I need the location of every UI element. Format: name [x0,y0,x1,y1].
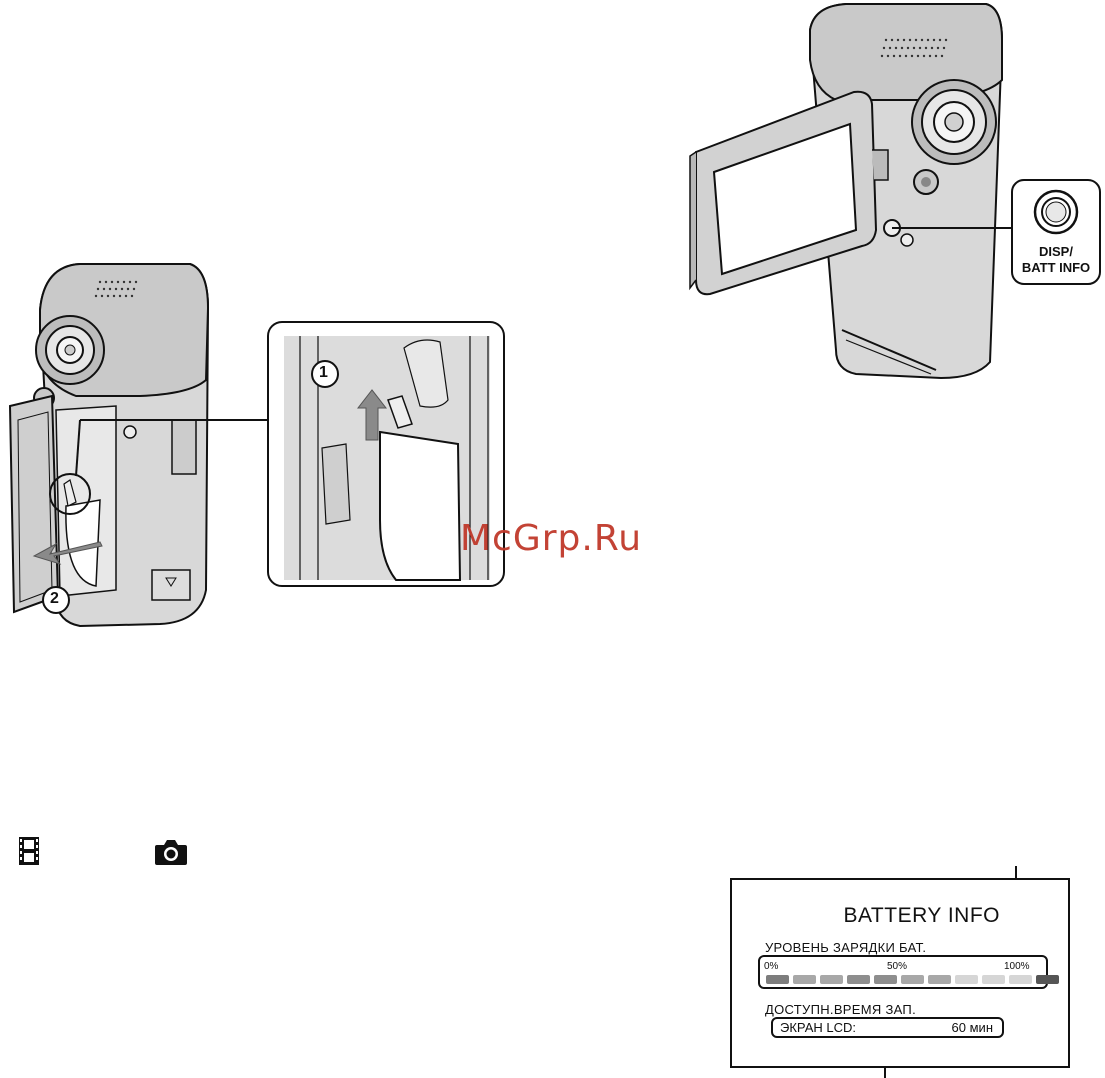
camcorder-card-slot-illustration [0,260,510,636]
disp-batt-info-button-label: DISP/ BATT INFO [1012,244,1100,276]
available-time-label: ДОСТУПН.ВРЕМЯ ЗАП. [765,1002,916,1017]
battery-level-segment [955,975,978,984]
callout-number-2: 2 [50,590,59,608]
battery-info-title: BATTERY INFO [843,904,1000,928]
camcorder-lcd-open-illustration [686,0,1105,390]
watermark-text: McGrp.Ru [460,518,642,559]
tick-50-percent: 50% [887,961,907,972]
battery-level-segment [901,975,924,984]
disp-label-line2: BATT INFO [1012,260,1100,276]
battery-level-segment [847,975,870,984]
battery-level-segment [820,975,843,984]
tick-100-percent: 100% [1004,961,1030,972]
battery-level-segment [1009,975,1032,984]
photo-camera-icon [154,838,188,866]
movie-film-icon [18,836,40,866]
battery-info-screen: BATTERY INFO УРОВЕНЬ ЗАРЯДКИ БАТ. 0% 50%… [730,878,1070,1068]
battery-level-segment [928,975,951,984]
battery-level-bars [766,975,1059,984]
battery-level-segment [793,975,816,984]
tick-0-percent: 0% [764,961,778,972]
battery-level-segment [766,975,789,984]
lcd-time-value: 60 мин [952,1019,993,1036]
battery-level-label: УРОВЕНЬ ЗАРЯДКИ БАТ. [765,940,926,955]
battery-level-segment [982,975,1005,984]
lcd-screen-label: ЭКРАН LCD: [780,1019,856,1036]
battery-level-segment [1036,975,1059,984]
callout-number-1: 1 [319,364,328,382]
battery-level-gauge: 0% 50% 100% [758,955,1048,989]
lcd-time-box: ЭКРАН LCD: 60 мин [771,1017,1004,1038]
battery-level-segment [874,975,897,984]
disp-label-line1: DISP/ [1012,244,1100,260]
